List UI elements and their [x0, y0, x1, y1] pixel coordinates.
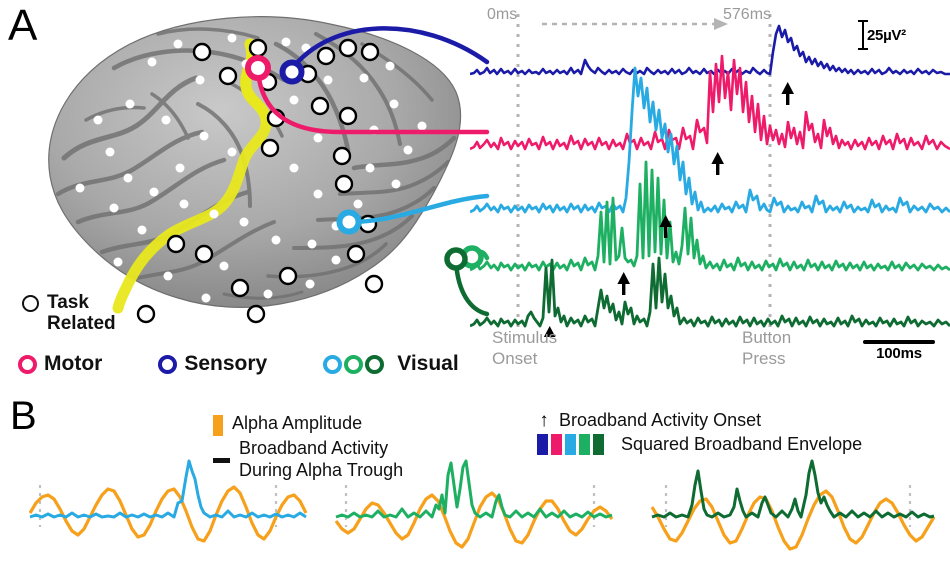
envelope-swatch-visual-3	[593, 433, 604, 455]
visual-ring-icon-3	[365, 354, 385, 374]
envelope-swatch-group	[537, 433, 613, 455]
legend-electrode-categories: Motor Sensory Visual	[18, 352, 459, 376]
legend-broadband-onset: ↑ Broadband Activity Onset	[537, 410, 862, 432]
subplot-visual-light-blue	[28, 459, 308, 543]
task-related-label: Task Related	[47, 292, 116, 335]
legend-alpha-amplitude: Alpha Amplitude	[213, 413, 463, 436]
legend-visual-label: Visual	[397, 352, 459, 375]
sensory-electrode-marker	[279, 59, 305, 85]
legend-task-related: Task Related	[22, 292, 116, 335]
alpha-amplitude-label: Alpha Amplitude	[232, 413, 363, 433]
visual-electrode-3-marker	[444, 247, 468, 271]
trace-visual-light-blue	[470, 66, 950, 214]
panel-b-letter: B	[10, 394, 37, 438]
cortex-body	[48, 16, 462, 308]
broadband-activity-label-line1: Broadband Activity	[239, 438, 389, 458]
visual-ring-icon-1	[323, 354, 343, 374]
visual-ring-icon-2	[344, 354, 364, 374]
broadband-activity-dash-icon	[213, 458, 230, 463]
amplitude-scale-bar-glyph	[858, 20, 868, 50]
legend-item-sensory: Sensory	[158, 352, 267, 376]
legend-broadband-activity: Broadband Activity During Alpha Trough	[213, 438, 463, 481]
brain-surface-render	[18, 8, 468, 338]
time-label-0ms: 0ms	[487, 6, 518, 23]
subplot3-broadband-envelope	[651, 459, 935, 519]
panel-b-legend-left: Alpha Amplitude Broadband Activity Durin…	[213, 413, 463, 483]
task-related-label-line1: Task	[47, 292, 89, 313]
panel-b-legend-right: ↑ Broadband Activity Onset Squared Broad…	[537, 410, 862, 457]
visual-electrode-1-marker	[336, 209, 362, 235]
stimulus-onset-label-line1: Stimulus	[492, 328, 558, 347]
subplot-visual-dark-green	[650, 459, 936, 551]
leader-line-motor	[255, 69, 490, 135]
subplot2-alpha-wave	[334, 491, 614, 549]
legend-squared-envelope: Squared Broadband Envelope	[537, 434, 862, 456]
task-related-label-line2: Related	[47, 313, 116, 335]
subplot1-alpha-wave	[28, 485, 308, 543]
onset-arrow-visual-3	[543, 326, 556, 337]
motor-electrode-marker	[245, 55, 271, 81]
envelope-swatch-visual-1	[565, 433, 576, 455]
onset-arrow-sensory	[781, 82, 794, 105]
time-direction-arrow	[542, 18, 728, 30]
panel-b-subplots	[28, 459, 936, 551]
up-arrow-icon: ↑	[539, 410, 549, 432]
envelope-swatch-visual-2	[579, 433, 590, 455]
broadband-activity-label: Broadband Activity During Alpha Trough	[239, 438, 403, 481]
broadband-onset-label: Broadband Activity Onset	[559, 410, 762, 430]
onset-arrow-visual-1	[659, 215, 672, 238]
button-press-label-line2: Press	[742, 349, 786, 369]
trace-sensory	[470, 24, 950, 76]
panel-a-letter: A	[8, 1, 38, 50]
envelope-swatch-sensory	[537, 433, 548, 455]
legend-item-visual: Visual	[323, 352, 459, 376]
trace-visual-green	[470, 160, 950, 272]
amplitude-scale-bar: 25µV²	[858, 20, 906, 50]
motor-ring-icon	[18, 354, 37, 374]
time-scale-bar: 100ms	[863, 340, 935, 362]
onset-arrow-motor	[711, 152, 724, 175]
trace-visual-dark-green	[470, 256, 950, 328]
electrode-leader-lines	[245, 26, 490, 317]
leader-line-visual-1	[346, 193, 490, 225]
legend-item-motor: Motor	[18, 352, 102, 376]
sensory-ring-icon	[158, 354, 178, 374]
onset-arrow-markers	[543, 82, 794, 337]
amplitude-scale-bar-label: 25µV²	[867, 26, 906, 44]
legend-motor-label: Motor	[44, 352, 103, 375]
envelope-swatch-motor	[551, 433, 562, 455]
time-scale-bar-glyph	[863, 340, 935, 344]
squared-envelope-label: Squared Broadband Envelope	[621, 433, 863, 454]
alpha-amplitude-swatch-icon	[213, 415, 223, 436]
highlighted-electrodes	[245, 55, 484, 271]
time-scale-bar-label: 100ms	[876, 345, 922, 362]
subplot3-alpha-wave	[650, 489, 936, 551]
button-press-label: Button Press	[742, 327, 791, 370]
stimulus-onset-label: Stimulus Onset	[492, 327, 557, 370]
leader-line-sensory	[288, 26, 490, 73]
button-press-label-line1: Button	[742, 328, 792, 347]
legend-sensory-label: Sensory	[184, 352, 268, 375]
stimulus-onset-label-line2: Onset	[492, 349, 538, 369]
task-related-ring-icon	[22, 295, 39, 312]
broadband-envelope-traces	[470, 14, 950, 337]
broadband-activity-label-line2: During Alpha Trough	[239, 459, 404, 480]
visual-ring-icon-group	[323, 354, 385, 374]
subplot-visual-green	[334, 459, 614, 549]
onset-arrow-visual-2	[617, 272, 630, 295]
time-label-576ms: 576ms	[723, 6, 772, 23]
subplot2-broadband-envelope	[335, 459, 613, 519]
subplot1-broadband-envelope	[29, 459, 307, 519]
trace-motor	[470, 54, 950, 151]
